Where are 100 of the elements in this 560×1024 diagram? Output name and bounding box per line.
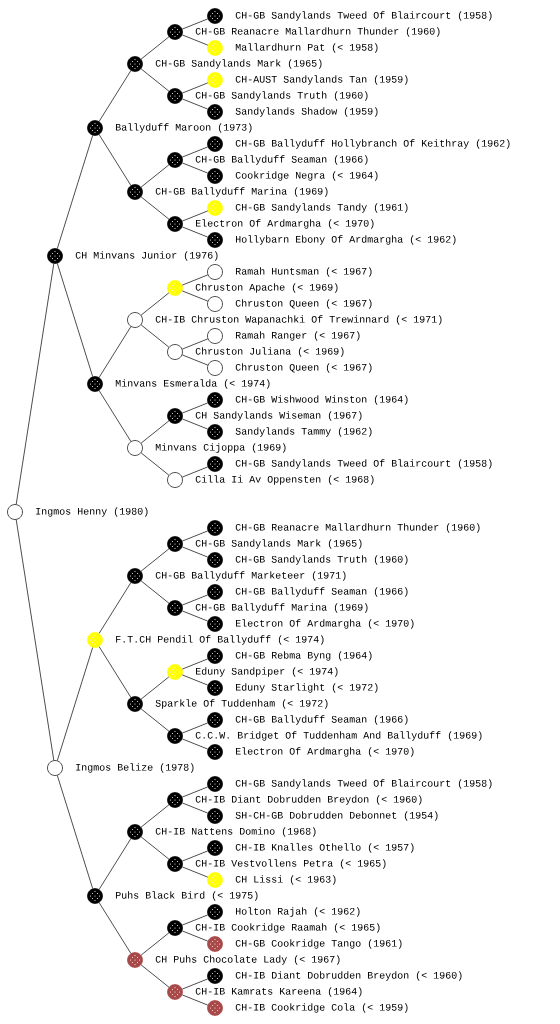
name-label: Sparkle Of Tuddenham (< 1972) (155, 699, 328, 709)
name-label: CH-GB Ballyduff Hollybranch Of Keithray (1962) (235, 139, 510, 149)
name-label: Ballyduff Maroon (1973) (116, 123, 252, 133)
connector-line (140, 196, 170, 220)
name-label: Electron Of Ardmargha (< 1970) (196, 219, 374, 229)
connector-line (140, 324, 170, 348)
name-label: CH-GB Sandylands Mark (1965) (195, 539, 362, 549)
name-label: Sandylands Tammy (1962) (235, 427, 372, 437)
connector-line (140, 804, 170, 828)
connector-line (140, 932, 170, 956)
connector-line (57, 135, 93, 249)
connector-line (98, 902, 132, 954)
name-label: CH-GB Ballyduff Seaman (1966) (235, 587, 408, 597)
connector-line (181, 354, 209, 366)
connector-line (15, 519, 55, 761)
connector-line (181, 98, 209, 110)
name-label: CH-GB Rebma Byng (1964) (235, 651, 372, 661)
connector-line (181, 722, 209, 734)
connector-line (140, 68, 170, 92)
connector-line (181, 850, 209, 862)
name-label: CH-IB Knalles Othello (< 1957) (235, 843, 414, 853)
name-label: Ramah Huntsman (< 1967) (236, 267, 372, 277)
connector-line (181, 786, 209, 798)
connector-line (57, 263, 93, 377)
name-label: CH-GB Ballyduff Seaman (1966) (195, 155, 368, 165)
name-label: CH-GB Sandylands Mark (1965) (155, 59, 322, 69)
connector-line (98, 390, 132, 442)
connector-line (181, 930, 209, 942)
name-label: Minvans Cijoppa (1969) (155, 443, 286, 453)
name-label: CH-GB Sandylands Truth (1960) (235, 555, 408, 565)
name-label: CH-IB Kamrats Kareena (1964) (195, 987, 362, 997)
name-label: Eduny Starlight (< 1972) (236, 683, 378, 693)
name-label: SH-CH-GB Dobrudden Debonnet (1954) (235, 811, 438, 821)
name-label: CH-GB Sandylands Tweed Of Blaircourt (1958) (235, 459, 492, 469)
name-label: CH-IB Diant Dobrudden Breydon (< 1960) (195, 795, 422, 805)
name-label: Ingmos Henny (1980) (36, 507, 148, 517)
connector-line (181, 82, 209, 94)
name-label: CH-IB Vestvollens Petra (< 1965) (195, 859, 386, 869)
connector-line (98, 582, 132, 634)
name-label: Holton Rajah (< 1962) (236, 907, 360, 917)
name-label: Cookridge Negra (< 1964) (235, 171, 378, 181)
name-label: CH-GB Ballyduff Marina (1969) (155, 187, 328, 197)
connector-line (181, 914, 209, 926)
name-label: Chruston Juliana (< 1969) (195, 347, 344, 357)
name-label: Electron Of Ardmargha (< 1970) (236, 619, 414, 629)
name-label: CH-IB Chruston Wapanachki Of Trewinnard (< 1971) (155, 315, 442, 325)
connector-line (181, 546, 209, 558)
name-label: CH-GB Ballyduff Marina (1969) (195, 603, 368, 613)
connector-line (181, 418, 209, 430)
name-label: Cilla Ii Av Oppensten (< 1968) (195, 475, 374, 485)
connector-line (140, 452, 170, 476)
connector-line (98, 326, 132, 378)
connector-line (181, 866, 209, 878)
connector-line (140, 708, 170, 732)
name-label: CH-IB Cookridge Raamah (< 1965) (195, 923, 380, 933)
connector-line (98, 838, 132, 890)
name-label: CH-IB Nattens Domino (1968) (155, 827, 316, 837)
connector-line (98, 134, 132, 186)
name-label: Chruston Queen (< 1967) (235, 363, 372, 373)
connector-line (181, 738, 209, 750)
name-label: Electron Of Ardmargha (< 1970) (236, 747, 414, 757)
connector-line (181, 146, 209, 158)
connector-line (181, 34, 209, 46)
connector-line (181, 274, 209, 286)
name-label: CH-GB Sandylands Tweed Of Blaircourt (1958) (235, 779, 492, 789)
name-label: CH-GB Sandylands Tandy (1961) (235, 203, 408, 213)
connector-line (181, 210, 209, 222)
connector-line (181, 994, 209, 1006)
connector-line (140, 548, 170, 572)
name-label: Hollybarn Ebony Of Ardmargha (< 1962) (236, 235, 456, 245)
connector-line (140, 676, 170, 700)
connector-line (140, 420, 170, 444)
connector-line (140, 580, 170, 604)
name-label: Ingmos Belize (1978) (76, 763, 194, 773)
connector-line (140, 836, 170, 860)
connector-line (98, 70, 132, 122)
name-label: CH-IB Cookridge Cola (< 1959) (235, 1003, 408, 1013)
connector-line (181, 530, 209, 542)
connector-line (98, 646, 132, 698)
name-label: CH-GB Cookridge Tango (1961) (235, 939, 402, 949)
name-label: Puhs Black Bird (< 1975) (116, 891, 258, 901)
name-label: CH Lissi (< 1963) (235, 875, 336, 885)
name-label: CH-IB Diant Dobrudden Breydon (< 1960) (235, 971, 462, 981)
name-label: CH-GB Sandylands Truth (1960) (195, 91, 368, 101)
connector-line (181, 610, 209, 622)
name-label: Mallardhurn Pat (< 1958) (235, 43, 378, 53)
name-label: CH-GB Reanacre Mallardhurn Thunder (1960) (235, 523, 480, 533)
connector-line (181, 402, 209, 414)
name-label: CH-GB Reanacre Mallardhurn Thunder (1960) (195, 27, 440, 37)
name-label: CH Sandylands Wiseman (1967) (195, 411, 362, 421)
name-label: CH Minvans Junior (1976) (75, 251, 218, 261)
name-label: Chruston Queen (< 1967) (235, 299, 372, 309)
connector-line (181, 290, 209, 302)
connector-line (181, 162, 209, 174)
name-label: Minvans Esmeralda (< 1974) (115, 379, 270, 389)
connector-line (181, 466, 209, 478)
name-label: CH Puhs Chocolate Lady (< 1967) (155, 955, 340, 965)
name-label: CH-AUST Sandylands Tan (1959) (235, 75, 408, 85)
connector-line (181, 338, 209, 350)
name-label: F.T.CH Pendil Of Ballyduff (< 1974) (116, 635, 324, 645)
